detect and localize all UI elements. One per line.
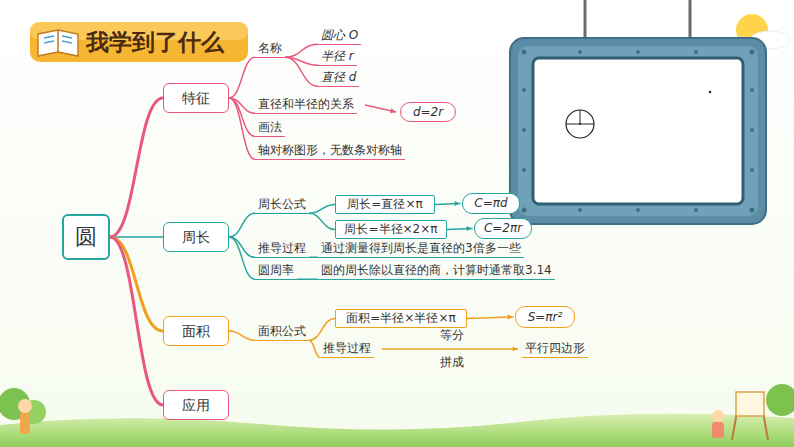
arrow-connector [467,317,513,319]
grass-strip [0,414,794,447]
branch-line [309,257,318,259]
branch-label: 面积公式 [255,323,309,341]
branch-label: 平行四边形 [522,340,588,358]
arrow-head [508,314,513,319]
formula-box: C=πd [462,193,520,214]
branch-label: 半径 r [318,48,357,66]
connector-line [110,236,163,238]
arrow-head [455,201,460,206]
tree-left [0,388,46,434]
connector-line [110,98,163,237]
branch-line [229,237,255,279]
node-text: 周长=半径×2×π [344,222,437,236]
branch-label: 直径 d [318,69,359,87]
node-text: C=2πr [484,221,522,235]
arrow-head [467,226,472,231]
node-text: 应用 [182,397,210,414]
branch-line [229,237,255,257]
node-text: S=πr² [528,310,563,324]
branch-label: 直径和半径的关系 [255,96,357,114]
branch-line [382,348,518,350]
node-text: 面积 [182,323,210,340]
easel-right [712,384,794,440]
branch-line [309,340,320,357]
branch-box: 特征 [163,83,229,113]
branch-line [309,213,335,229]
node-text: C=πd [474,196,507,210]
branch-line [229,57,255,98]
branch-label: 通过测量得到周长是直径的3倍多一些 [318,240,524,258]
branch-label: 推导过程 [255,240,309,258]
rule-box: 周长=半径×2×π [335,220,447,239]
branch-label: 圆心 O [318,27,361,45]
node-text: 周长=直径×π [347,197,422,211]
node-text: d=2r [413,105,443,119]
branch-label: 推导过程 [320,340,374,358]
arrow-head [513,346,518,351]
node-text: 圆 [75,224,97,250]
branch-label: 名称 [255,40,285,58]
branch-line [309,319,335,341]
branch-line [309,205,335,214]
branch-label: 周长公式 [255,196,309,214]
branch-label: 圆周率 [255,262,297,280]
node-text: 特征 [182,90,210,107]
branch-line [285,57,318,86]
node-text: 面积=半径×半径×π [346,311,455,325]
slide-title: 我学到了什么 [86,27,224,57]
branch-box: 应用 [163,390,229,420]
step-label: 拼成 [437,354,467,371]
branch-line [229,213,255,237]
step-label: 等分 [437,327,467,344]
branch-box: 面积 [163,316,229,346]
rule-box: 面积=半径×半径×π [335,309,467,328]
branch-box: 周长 [163,222,229,252]
formula-box: d=2r [400,102,456,122]
connector-line [467,317,513,319]
title-banner [30,22,248,62]
branch-label: 圆的周长除以直径的商，计算时通常取3.14 [318,262,555,280]
node-text: 周长 [182,229,210,246]
branch-label: 画法 [255,119,285,137]
formula-box: S=πr² [515,306,575,328]
root-box: 圆 [62,214,110,260]
arrow-connector [110,237,163,238]
branch-line [285,44,318,57]
branch-label: 轴对称图形，无数条对称轴 [255,142,405,160]
branch-line [229,98,255,159]
rule-box: 周长=直径×π [335,195,435,214]
branch-connector [110,237,163,405]
formula-box: C=2πr [474,218,532,239]
connector-line [110,237,163,405]
hanging-board [510,0,766,224]
branch-line [229,331,255,340]
arrow-head [390,108,396,113]
branch-line [297,279,318,281]
branch-connector [110,98,163,237]
